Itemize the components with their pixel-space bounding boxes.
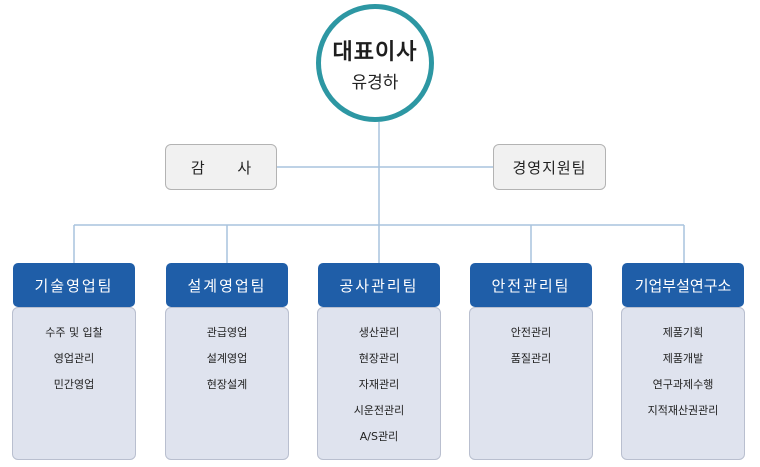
duty-item: 제품개발 <box>662 352 704 365</box>
duty-item: 설계영업 <box>206 352 248 365</box>
duty-item: 시운전관리 <box>353 404 405 417</box>
duty-item: 영업관리 <box>53 352 95 365</box>
duty-item: A/S관리 <box>359 430 399 443</box>
team-tech-sales-duties: 수주 및 입찰 영업관리 민간영업 <box>12 307 136 460</box>
team-research-institute: 기업부설연구소 <box>622 263 744 307</box>
team-safety-mgmt-duties: 안전관리 품질관리 <box>469 307 593 460</box>
ceo-name: 유경하 <box>351 72 399 93</box>
duty-item: 수주 및 입찰 <box>45 326 103 339</box>
duty-item: 품질관리 <box>510 352 552 365</box>
duty-item: 지적재산권관리 <box>647 404 719 417</box>
ceo-title: 대표이사 <box>332 39 418 65</box>
team-safety-mgmt: 안전관리팀 <box>470 263 592 307</box>
duty-item: 생산관리 <box>358 326 400 339</box>
duty-item: 현장관리 <box>358 352 400 365</box>
management-support-node: 경영지원팀 <box>493 144 606 190</box>
duty-item: 제품기획 <box>662 326 704 339</box>
team-design-sales: 설계영업팀 <box>166 263 288 307</box>
duty-item: 민간영업 <box>53 378 95 391</box>
team-design-sales-duties: 관급영업 설계영업 현장설계 <box>165 307 289 460</box>
duty-item: 연구과제수행 <box>652 378 714 391</box>
team-construction-mgmt: 공사관리팀 <box>318 263 440 307</box>
team-construction-mgmt-duties: 생산관리 현장관리 자재관리 시운전관리 A/S관리 <box>317 307 441 460</box>
audit-node: 감 사 <box>165 144 277 190</box>
team-research-institute-duties: 제품기획 제품개발 연구과제수행 지적재산권관리 <box>621 307 745 460</box>
duty-item: 관급영업 <box>206 326 248 339</box>
duty-item: 안전관리 <box>510 326 552 339</box>
ceo-node: 대표이사 유경하 <box>316 4 434 122</box>
team-tech-sales: 기술영업팀 <box>13 263 135 307</box>
duty-item: 자재관리 <box>358 378 400 391</box>
duty-item: 현장설계 <box>206 378 248 391</box>
